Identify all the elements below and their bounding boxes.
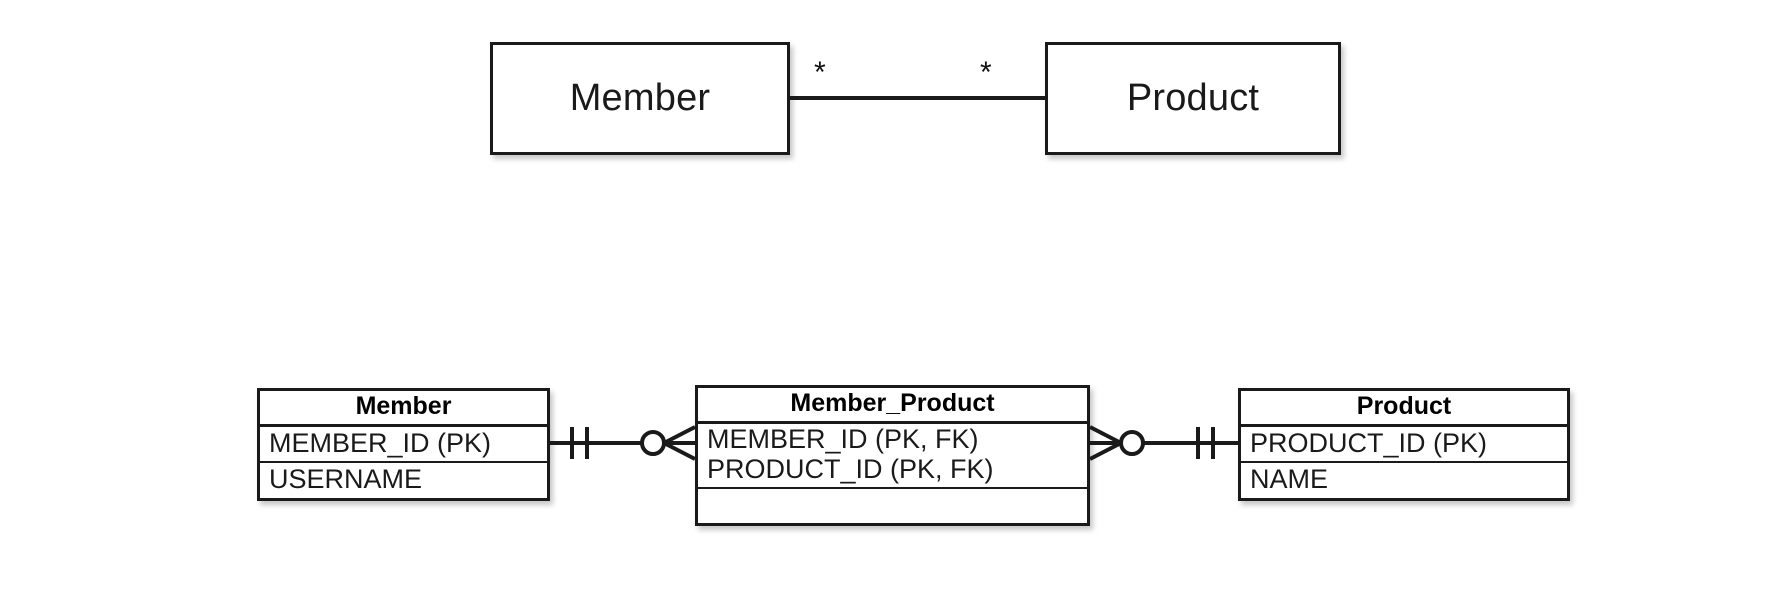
multiplicity-left-asterisk: * — [814, 56, 826, 89]
attribute-member-id-fk: MEMBER_ID (PK, FK) — [707, 424, 979, 454]
attribute-name: NAME — [1250, 464, 1329, 495]
table-member-row-username: USERNAME — [260, 463, 547, 497]
table-product-header: Product — [1241, 391, 1567, 427]
attribute-product-id: PRODUCT_ID (PK) — [1250, 428, 1488, 458]
entity-box-product[interactable]: Product — [1045, 42, 1341, 155]
attribute-member-id: MEMBER_ID (PK) — [269, 428, 492, 458]
crowsfoot-connector-member-to-memberproduct — [550, 425, 696, 461]
table-product-row-name: NAME — [1241, 463, 1567, 497]
entity-label-member: Member — [569, 77, 711, 119]
attribute-username: USERNAME — [269, 464, 423, 495]
attribute-product-id-fk: PRODUCT_ID (PK, FK) — [707, 454, 994, 485]
entity-box-member[interactable]: Member — [490, 42, 790, 155]
entity-label-product: Product — [1126, 77, 1260, 119]
crowsfoot-connector-memberproduct-to-product — [1089, 425, 1238, 461]
table-member-header: Member — [260, 391, 547, 427]
table-member-row-member-id: MEMBER_ID (PK) — [260, 427, 547, 464]
table-member-product[interactable]: Member_Product MEMBER_ID (PK, FK) PRODUC… — [695, 385, 1090, 527]
table-product[interactable]: Product PRODUCT_ID (PK) NAME — [1238, 388, 1570, 501]
table-member-product-header: Member_Product — [698, 388, 1087, 424]
table-member-product-row-empty — [698, 489, 1087, 523]
multiplicity-right-asterisk: * — [980, 56, 992, 89]
table-product-row-product-id: PRODUCT_ID (PK) — [1241, 427, 1567, 464]
table-member[interactable]: Member MEMBER_ID (PK) USERNAME — [257, 388, 550, 501]
table-member-product-row-keys: MEMBER_ID (PK, FK) PRODUCT_ID (PK, FK) — [698, 424, 1087, 490]
